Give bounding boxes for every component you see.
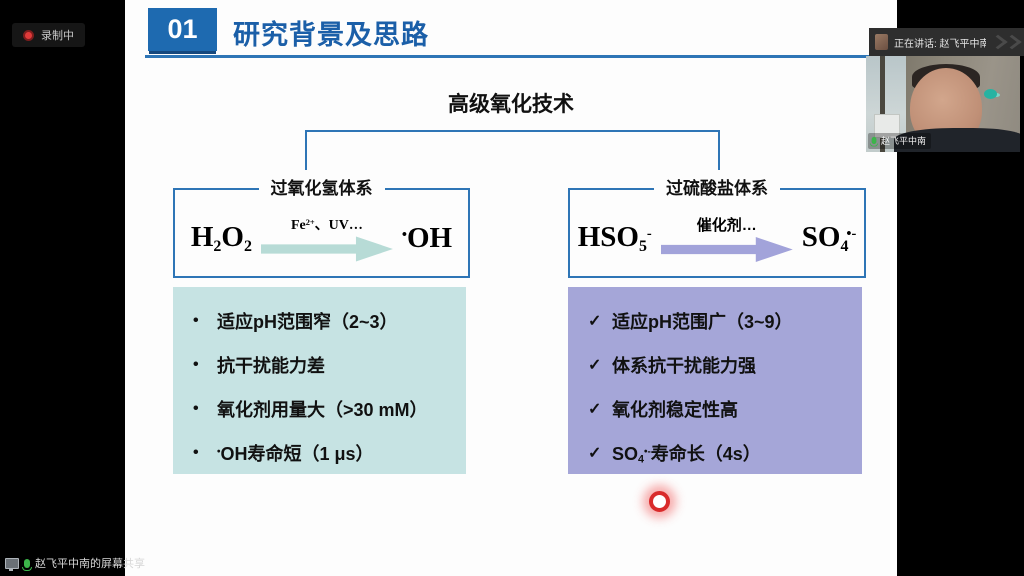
window-frame: [880, 56, 885, 152]
presentation-slide: 01 研究背景及思路 高级氧化技术 过氧化氢体系 H2O2 Fe2+、UV… •…: [125, 0, 897, 576]
list-item: • 抗干扰能力差: [193, 356, 325, 376]
microphone-icon: [869, 136, 879, 147]
recording-label: 录制中: [41, 30, 74, 42]
hso5-formula: HSO5-: [577, 220, 652, 255]
participant-nametag: 赵飞平中南: [868, 133, 932, 149]
bullet-icon: •: [193, 312, 199, 329]
laser-pointer-dot: [649, 491, 670, 512]
air-vent: [874, 114, 900, 138]
list-item: ✓ 适应pH范围广（3~9）: [588, 312, 793, 332]
h2o2-drawbacks-panel: • 适应pH范围窄（2~3） • 抗干扰能力差 • 氧化剂用量大（>30 mM）…: [173, 287, 466, 474]
h2o2-arrow-label: Fe2+、UV…: [290, 217, 363, 233]
participant-body: [894, 128, 1020, 152]
check-icon: ✓: [588, 313, 602, 330]
main-heading: 高级氧化技术: [448, 93, 574, 116]
list-item: ✓ SO4•-寿命长（4s）: [588, 444, 761, 466]
right-arrow-icon: [260, 236, 393, 262]
check-icon: ✓: [588, 401, 602, 418]
microphone-icon: [22, 558, 32, 571]
bullet-icon: •: [193, 356, 199, 373]
bullet-icon: •: [193, 400, 199, 417]
title-underline: [145, 55, 893, 58]
h2o2-formula: H2O2: [190, 220, 252, 255]
bullet-icon: •: [193, 444, 199, 461]
oh-radical-formula: •OH: [401, 221, 453, 254]
speaker-banner-text: 正在讲话: 赵飞平中南;: [894, 38, 986, 50]
monitor-icon: [5, 557, 19, 571]
persulfate-system-label: 过硫酸盐体系: [654, 177, 780, 201]
screen-share-status: 赵飞平中南的屏幕共享: [5, 553, 145, 573]
list-item: • 适应pH范围窄（2~3）: [193, 312, 398, 332]
list-item: • •OH寿命短（1 μs）: [193, 444, 374, 464]
participant-video[interactable]: 赵飞平中南: [866, 56, 1020, 152]
connector-bracket: [305, 130, 720, 170]
check-icon: ✓: [588, 445, 602, 462]
active-speaker-banner[interactable]: 正在讲话: 赵飞平中南;: [869, 28, 1024, 56]
persulfate-advantages-panel: ✓ 适应pH范围广（3~9） ✓ 体系抗干扰能力强 ✓ 氧化剂稳定性高 ✓ SO…: [568, 287, 862, 474]
h2o2-system-label: 过氧化氢体系: [258, 177, 385, 201]
h2o2-system-box: 过氧化氢体系 H2O2 Fe2+、UV… •OH: [173, 177, 470, 278]
right-arrow-icon: [660, 237, 793, 262]
chapter-number-badge: 01: [148, 8, 217, 51]
persulfate-system-box: 过硫酸盐体系 HSO5- 催化剂… SO4•-: [568, 177, 866, 278]
list-item: • 氧化剂用量大（>30 mM）: [193, 400, 428, 420]
so4-radical-formula: SO4•-: [801, 220, 857, 255]
chapter-number: 01: [167, 14, 198, 44]
participant-name: 赵飞平中南: [881, 136, 927, 146]
wall-logo: [984, 89, 997, 99]
speaker-avatar: [875, 34, 888, 50]
list-item: ✓ 体系抗干扰能力强: [588, 356, 756, 376]
record-dot-icon: [23, 29, 34, 41]
recording-indicator[interactable]: 录制中: [12, 23, 85, 47]
screen-share-label: 赵飞平中南的屏幕共享: [35, 558, 145, 570]
collapse-chevrons-icon[interactable]: [988, 34, 1022, 50]
list-item: ✓ 氧化剂稳定性高: [588, 400, 738, 420]
check-icon: ✓: [588, 357, 602, 374]
persulfate-arrow-label: 催化剂…: [696, 216, 757, 234]
slide-title: 研究背景及思路: [233, 20, 429, 50]
